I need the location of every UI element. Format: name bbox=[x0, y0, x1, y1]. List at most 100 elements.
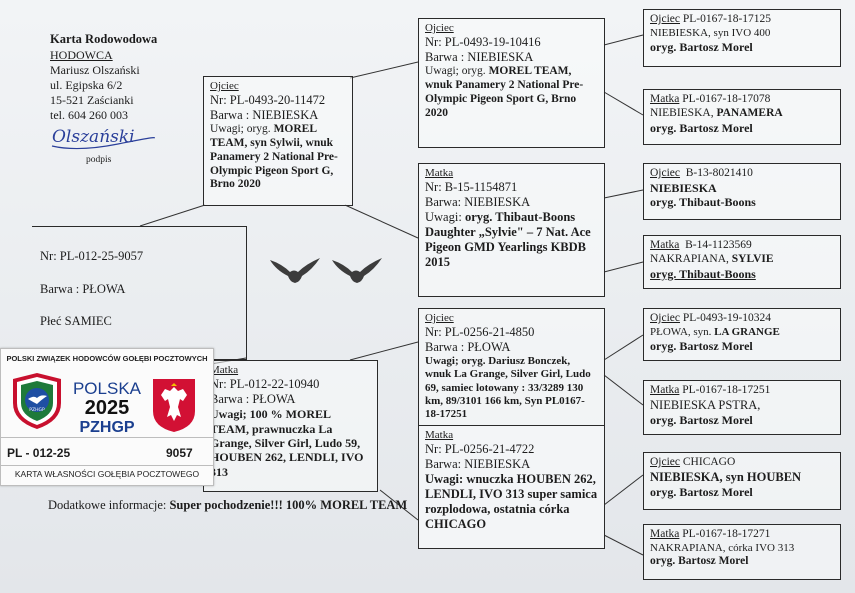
bird-sex: Płeć SAMIEC bbox=[40, 314, 112, 328]
breeder-name: Mariusz Olszański bbox=[50, 62, 140, 77]
gg2-label: Matka bbox=[650, 93, 680, 105]
bird-info-box: Nr: PL-012-25-9057 Barwa : PŁOWA Płeć SA… bbox=[32, 226, 247, 360]
gg6-color: NIEBIESKA PSTRA, bbox=[650, 397, 761, 412]
gg5-color: PŁOWA, syn. bbox=[650, 325, 715, 338]
paternal-grandmother-box: Matka Nr: B-15-1154871 Barwa: NIEBIESKA … bbox=[418, 163, 605, 297]
gg7-origin: oryg. Bartosz Morel bbox=[650, 484, 753, 499]
pigeon-icons bbox=[270, 258, 382, 283]
mgf-notes: Uwagi; oryg. Dariusz Bonczek, wnuk La Gr… bbox=[425, 355, 591, 420]
mgf-label: Ojciec bbox=[425, 312, 454, 324]
mother-notes: Uwagi; 100 % MOREL TEAM, prawnuczka La G… bbox=[210, 407, 364, 479]
pigeon-icon bbox=[270, 258, 320, 283]
mother-color: Barwa : PŁOWA bbox=[210, 392, 296, 407]
badge-number: 9057 bbox=[166, 446, 193, 460]
paternal-grandfather-box: Ojciec Nr: PL-0493-19-10416 Barwa : NIEB… bbox=[418, 18, 605, 148]
breeder-label: HODOWCA bbox=[50, 47, 113, 62]
mgm-label: Matka bbox=[425, 429, 454, 441]
mother-box: Matka Nr: PL-012-22-10940 Barwa : PŁOWA … bbox=[203, 360, 378, 492]
father-box: Ojciec Nr: PL-0493-20-11472 Barwa : NIEB… bbox=[203, 76, 353, 206]
gg7-label: Ojciec bbox=[650, 456, 681, 468]
great-grandparent-3-box: Ojciec B-13-8021410 NIEBIESKA oryg. Thib… bbox=[643, 163, 841, 220]
gg8-ring-number: PL-0167-18-17271 bbox=[682, 528, 771, 540]
pigeon-icon bbox=[332, 258, 382, 283]
badge-country: POLSKA bbox=[72, 379, 142, 398]
gg3-label: Ojciec bbox=[650, 167, 681, 179]
gg4-label: Matka bbox=[650, 239, 680, 251]
gg4-ring-number: B-14-1123569 bbox=[685, 239, 752, 251]
signature-caption: podpis bbox=[86, 155, 112, 165]
father-label: Ojciec bbox=[210, 80, 239, 92]
gg1-color: NIEBIESKA, syn IVO 400 bbox=[650, 26, 771, 39]
mgf-ring-number: Nr: PL-0256-21-4850 bbox=[425, 325, 535, 340]
mgm-color: Barwa: NIEBIESKA bbox=[425, 457, 531, 472]
gg1-label: Ojciec bbox=[650, 13, 681, 25]
maternal-grandfather-box: Ojciec Nr: PL-0256-21-4850 Barwa : PŁOWA… bbox=[418, 308, 605, 430]
gg3-origin: oryg. Thibaut-Boons bbox=[650, 195, 756, 210]
great-grandparent-6-box: Matka PL-0167-18-17251 NIEBIESKA PSTRA, … bbox=[643, 380, 841, 435]
father-notes-prefix: Uwagi; oryg. bbox=[210, 123, 274, 136]
bird-ring-number: Nr: PL-012-25-9057 bbox=[40, 249, 144, 263]
breeder-header: Karta Rodowodowa HODOWCA Mariusz Olszańs… bbox=[50, 32, 157, 123]
great-grandparent-5-box: Ojciec PL-0493-19-10324 PŁOWA, syn. LA G… bbox=[643, 308, 841, 361]
pgm-ring-number: Nr: B-15-1154871 bbox=[425, 180, 518, 195]
father-color: Barwa : NIEBIESKA bbox=[210, 108, 319, 123]
pgf-color: Barwa : NIEBIESKA bbox=[425, 50, 534, 65]
additional-info-label: Dodatkowe informacje: bbox=[48, 498, 170, 512]
maternal-grandmother-box: Matka Nr: PL-0256-21-4722 Barwa: NIEBIES… bbox=[418, 425, 605, 549]
bird-color: Barwa : PŁOWA bbox=[40, 282, 126, 296]
gg2-color: NIEBIESKA, bbox=[650, 106, 717, 119]
breeder-phone: tel. 604 260 003 bbox=[50, 107, 128, 122]
pgm-notes-prefix: Uwagi: bbox=[425, 210, 465, 225]
great-grandparent-2-box: Matka PL-0167-18-17078 NIEBIESKA, PANAME… bbox=[643, 89, 841, 145]
badge-assoc: PZHGP bbox=[79, 419, 135, 436]
pgm-color: Barwa: NIEBIESKA bbox=[425, 195, 531, 210]
pgf-ring-number: Nr: PL-0493-19-10416 bbox=[425, 35, 541, 50]
badge-org: POLSKI ZWIĄZEK HODOWCÓW GOŁĘBI POCZTOWYC… bbox=[6, 354, 208, 363]
great-grandparent-7-box: Ojciec CHICAGO NIEBIESKA, syn HOUBEN ory… bbox=[643, 452, 841, 510]
gg5-name: LA GRANGE bbox=[714, 325, 780, 338]
badge-year: 2025 bbox=[84, 397, 130, 419]
mgm-ring-number: Nr: PL-0256-21-4722 bbox=[425, 442, 535, 457]
gg1-ring-number: PL-0167-18-17125 bbox=[682, 13, 772, 25]
breeder-city: 15-521 Zaścianki bbox=[50, 92, 134, 107]
gg3-color: NIEBIESKA bbox=[650, 180, 717, 195]
gg1-origin: oryg. Bartosz Morel bbox=[650, 39, 753, 54]
father-ring-number: Nr: PL-0493-20-11472 bbox=[210, 93, 326, 108]
gg4-origin: oryg. Thibaut-Boons bbox=[650, 266, 756, 281]
signature: Olszański bbox=[51, 127, 155, 150]
great-grandparent-1-box: Ojciec PL-0167-18-17125 NIEBIESKA, syn I… bbox=[643, 9, 841, 67]
badge-footer: KARTA WŁASNOŚCI GOŁĘBIA POCZTOWEGO bbox=[14, 469, 200, 479]
pgm-label: Matka bbox=[425, 167, 454, 179]
gg6-label: Matka bbox=[650, 384, 680, 396]
father-notes: MOREL TEAM, syn Sylwii, wnuk Panamery 2 … bbox=[210, 123, 338, 191]
gg8-origin: oryg. Bartosz Morel bbox=[650, 554, 749, 567]
svg-text:Olszański: Olszański bbox=[52, 127, 135, 147]
additional-info: Dodatkowe informacje: Super pochodzenie!… bbox=[48, 498, 408, 514]
mgf-color: Barwa : PŁOWA bbox=[425, 340, 511, 355]
gg5-ring-number: PL-0493-19-10324 bbox=[682, 312, 772, 324]
gg4-color: NAKRAPIANA, bbox=[650, 252, 732, 265]
pzhgp-emblem: PZHGP bbox=[13, 373, 61, 429]
gg8-color: NAKRAPIANA, córka IVO 313 bbox=[650, 541, 795, 554]
pgf-label: Ojciec bbox=[425, 22, 454, 34]
additional-info-text: Super pochodzenie!!! 100% MOREL TEAM bbox=[169, 498, 408, 512]
mother-label: Matka bbox=[210, 364, 239, 376]
ownership-card: POLSKI ZWIĄZEK HODOWCÓW GOŁĘBI POCZTOWYC… bbox=[0, 348, 214, 486]
breeder-street: ul. Egipska 6/2 bbox=[50, 77, 123, 92]
badge-ring: PL - 012-25 bbox=[7, 446, 71, 460]
document-title: Karta Rodowodowa bbox=[50, 32, 158, 46]
pgm-notes: oryg. Thibaut-Boons Daughter „Sylvie" – … bbox=[425, 210, 591, 270]
gg5-origin: oryg. Bartosz Morel bbox=[650, 338, 753, 353]
gg8-label: Matka bbox=[650, 528, 680, 540]
gg5-label: Ojciec bbox=[650, 312, 681, 324]
great-grandparent-8-box: Matka PL-0167-18-17271 NAKRAPIANA, córka… bbox=[643, 524, 841, 580]
polish-eagle-icon bbox=[153, 379, 195, 432]
gg2-ring-number: PL-0167-18-17078 bbox=[682, 93, 771, 105]
svg-text:PZHGP: PZHGP bbox=[29, 407, 45, 413]
gg7-color: NIEBIESKA, syn HOUBEN bbox=[650, 469, 802, 484]
mgm-notes: Uwagi: wnuczka HOUBEN 262, LENDLI, IVO 3… bbox=[425, 472, 598, 532]
gg6-origin: oryg. Bartosz Morel bbox=[650, 412, 753, 427]
pgf-notes: MOREL TEAM, wnuk Panamery 2 National Pre… bbox=[425, 65, 584, 119]
gg7-name: CHICAGO bbox=[682, 456, 736, 468]
gg4-name: SYLVIE bbox=[731, 252, 774, 265]
